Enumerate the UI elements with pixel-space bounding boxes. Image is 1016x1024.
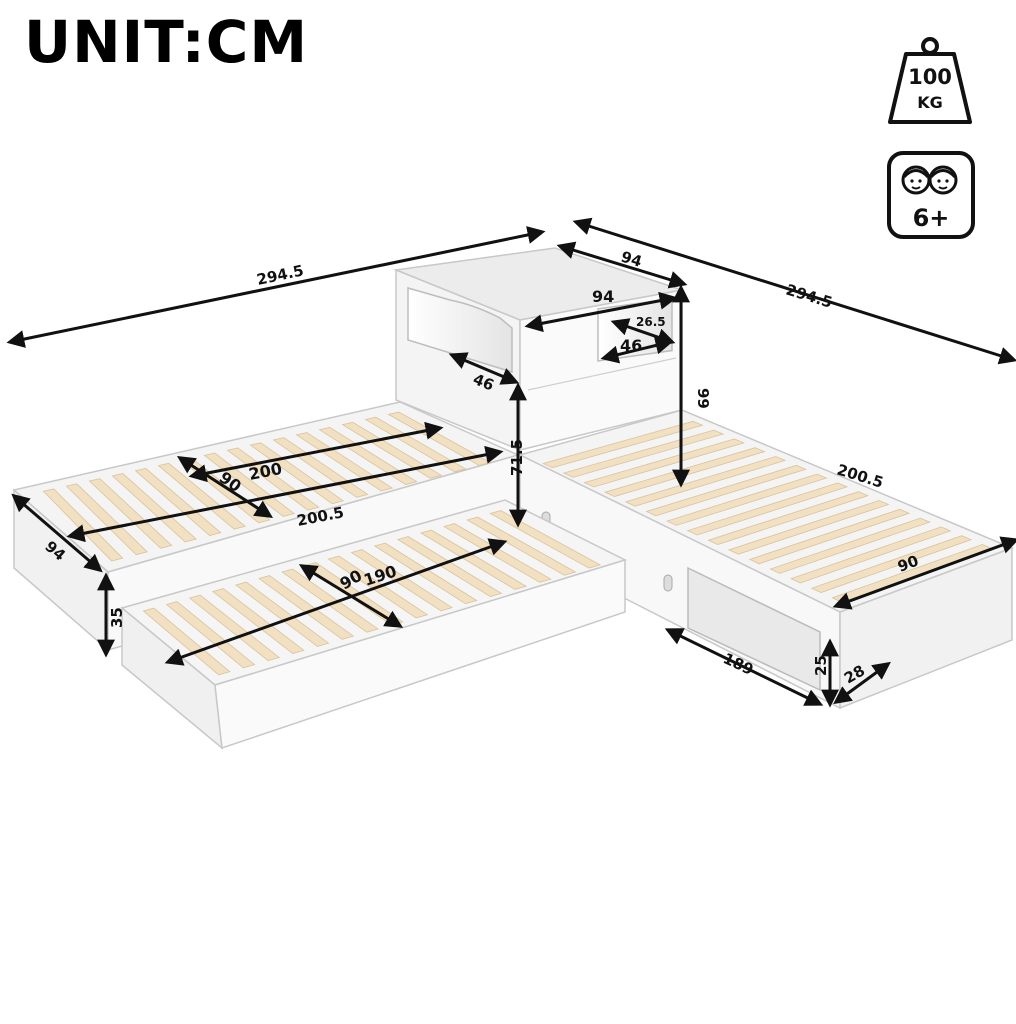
bed-slat (541, 420, 704, 469)
dimension-lines (6, 217, 1016, 708)
bed-slat (748, 508, 911, 565)
weight-value: 100 (908, 65, 952, 89)
unit-label: UNIT:CM (24, 8, 309, 76)
dim-trundle-height: 35 (108, 607, 126, 628)
bed-slat (728, 500, 890, 555)
bed-slat (686, 482, 849, 536)
dim-bed-height: 71.5 (508, 439, 526, 476)
bed-slat (707, 491, 869, 545)
dim-cabinet-height: 99 (694, 388, 712, 409)
weight-unit: KG (917, 93, 943, 112)
weight-icon: 100 KG (888, 37, 972, 124)
right-bed-slats (541, 420, 993, 603)
dim-right-overall-length: 294.5 (784, 281, 835, 312)
bed-slat (624, 456, 787, 507)
dim-shelf-height: 26.5 (636, 315, 666, 329)
dim-cabinet-inner-width: 94 (592, 287, 614, 306)
dim-cabinet-depth-top: 94 (619, 248, 644, 271)
dim-drawer-height: 25 (812, 655, 830, 676)
dim-shelf-depth-right: 46 (620, 336, 642, 355)
bed-slat (665, 473, 828, 526)
bed-slat (645, 464, 807, 517)
